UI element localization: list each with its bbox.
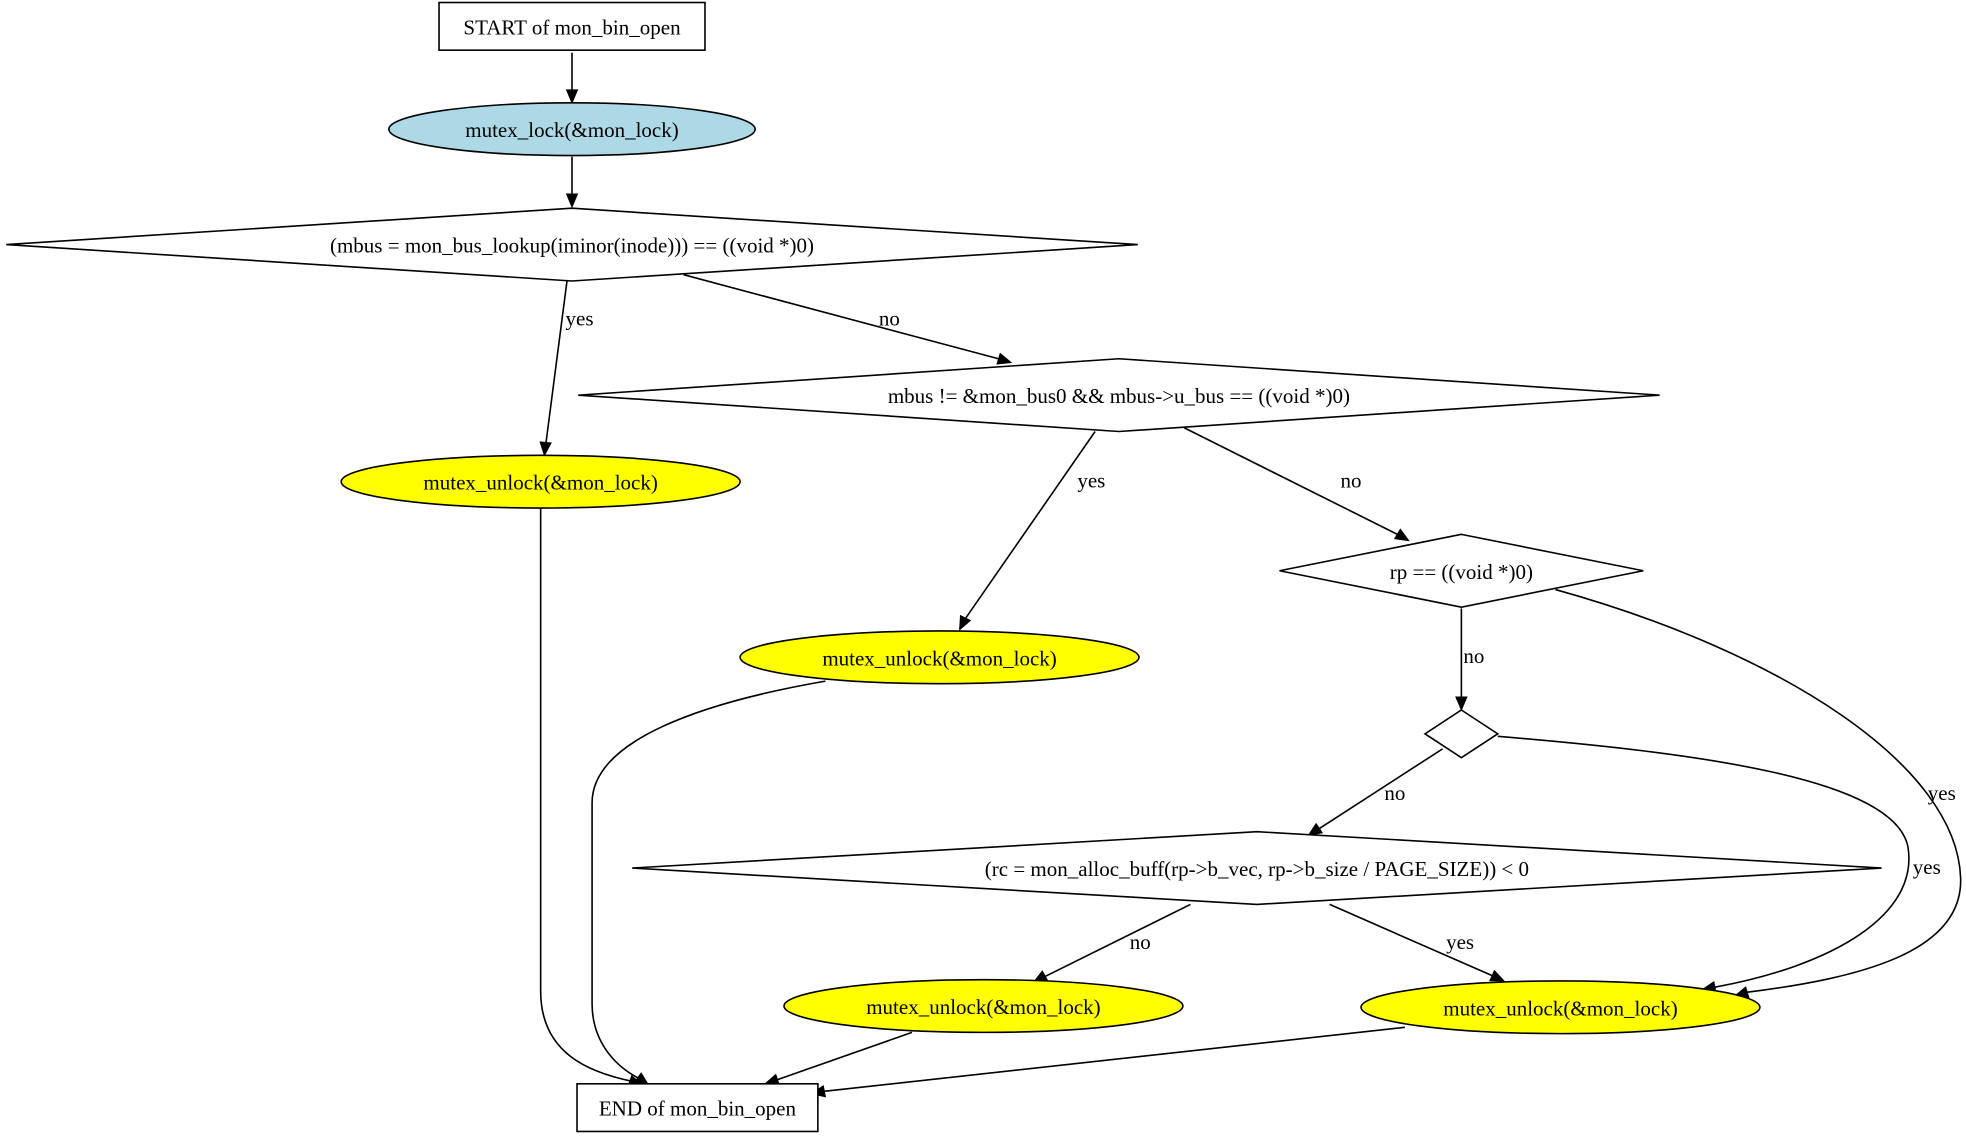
edge-line — [1329, 903, 1494, 977]
node-label: mutex_unlock(&mon_lock) — [866, 995, 1100, 1019]
arrow-head — [565, 193, 579, 209]
node-label: mbus != &mon_bus0 && mbus->u_bus == ((vo… — [888, 384, 1350, 408]
node-end: END of mon_bin_open — [576, 1083, 819, 1133]
end-box — [576, 1083, 819, 1133]
node-label: mutex_unlock(&mon_lock) — [1443, 996, 1677, 1020]
node-lock: mutex_lock(&mon_lock) — [388, 102, 756, 157]
edge-cond1-to-cond2 — [683, 273, 1013, 365]
edge-unlock3-to-end — [763, 1031, 913, 1086]
node-label: rp == ((void *)0) — [1390, 560, 1533, 584]
decision-diamond — [1423, 709, 1500, 759]
edge-line — [539, 508, 633, 1083]
edge-label-no: no — [1340, 468, 1361, 492]
arrow-head — [565, 89, 579, 105]
edge-line — [544, 280, 568, 446]
node-cond3: rp == ((void *)0) — [1279, 533, 1644, 608]
edge-label-no: no — [1384, 781, 1405, 805]
arrow-head — [996, 352, 1013, 365]
mutex-lock-ellipse — [388, 102, 756, 157]
edge-label-yes: yes — [1928, 781, 1956, 805]
edge-cond5-to-unlock3 — [1032, 903, 1191, 983]
edge-cond4-to-cond5 — [1307, 748, 1443, 837]
decision-diamond — [632, 830, 1882, 906]
node-start: START of mon_bin_open — [438, 1, 706, 51]
node-label: END of mon_bin_open — [599, 1097, 797, 1121]
edge-label-no: no — [1130, 930, 1151, 954]
node-cond4 — [1423, 709, 1500, 759]
node-label: mutex_lock(&mon_lock) — [465, 118, 678, 142]
edge-unlock2-to-end — [591, 680, 826, 1086]
mutex-unlock-ellipse — [1360, 980, 1761, 1035]
edge-cond5-to-unlock4 — [1329, 903, 1506, 982]
edge-line — [1555, 588, 1962, 994]
edge-start-to-lock — [565, 52, 579, 105]
node-label: (rc = mon_alloc_buff(rp->b_vec, rp->b_si… — [985, 857, 1529, 881]
edges-layer — [539, 52, 1962, 1098]
node-unlock1: mutex_unlock(&mon_lock) — [340, 454, 741, 509]
arrow-head — [539, 441, 552, 457]
start-box — [438, 1, 706, 51]
edge-cond1-to-unlock1 — [539, 280, 568, 457]
node-cond1: (mbus = mon_bus_lookup(iminor(inode))) =… — [6, 207, 1138, 282]
node-unlock4: mutex_unlock(&mon_lock) — [1360, 980, 1761, 1035]
edge-label-no: no — [879, 307, 900, 331]
decision-diamond — [6, 207, 1138, 282]
edge-line — [683, 273, 999, 360]
edge-label-yes: yes — [1446, 930, 1474, 954]
nodes-layer: START of mon_bin_open mutex_lock(&mon_loc… — [6, 1, 1882, 1133]
edge-label-no: no — [1463, 644, 1484, 668]
edge-cond3-to-cond4 — [1455, 608, 1468, 712]
decision-diamond — [578, 357, 1660, 433]
arrow-head — [1393, 528, 1410, 542]
decision-diamond — [1279, 533, 1644, 608]
edge-labels-layer: yes no yes no no yes no yes no yes — [566, 307, 1956, 954]
edge-cond3-to-unlock4 — [1555, 588, 1962, 999]
edge-line — [1317, 748, 1443, 830]
edge-cond2-to-cond3 — [1183, 427, 1410, 542]
edge-line — [963, 431, 1096, 621]
edge-line — [1043, 903, 1191, 978]
edge-label-yes: yes — [1077, 468, 1105, 492]
node-label: START of mon_bin_open — [463, 15, 681, 39]
edge-lock-to-cond1 — [565, 156, 579, 209]
edge-line — [1183, 427, 1398, 536]
node-unlock2: mutex_unlock(&mon_lock) — [739, 630, 1140, 685]
edge-label-yes: yes — [1913, 855, 1941, 879]
edge-line — [824, 1026, 1406, 1093]
mutex-unlock-ellipse — [739, 630, 1140, 685]
mutex-unlock-ellipse — [783, 978, 1184, 1034]
edge-label-yes: yes — [566, 307, 594, 331]
node-unlock3: mutex_unlock(&mon_lock) — [783, 978, 1184, 1034]
node-label: mutex_unlock(&mon_lock) — [822, 646, 1056, 670]
node-cond5: (rc = mon_alloc_buff(rp->b_vec, rp->b_si… — [632, 830, 1882, 906]
node-cond2: mbus != &mon_bus0 && mbus->u_bus == ((vo… — [578, 357, 1660, 433]
arrow-head — [959, 614, 972, 631]
edge-cond2-to-unlock2 — [959, 431, 1096, 631]
arrow-head — [1307, 822, 1324, 837]
edge-unlock4-to-end — [810, 1026, 1406, 1098]
arrow-head — [1455, 696, 1468, 712]
edge-line — [1497, 735, 1910, 988]
node-label: (mbus = mon_bus_lookup(iminor(inode))) =… — [330, 234, 814, 258]
edge-line — [776, 1031, 913, 1081]
node-label: mutex_unlock(&mon_lock) — [423, 471, 657, 495]
edge-line — [591, 680, 826, 1080]
arrow-head — [1489, 969, 1506, 982]
mutex-unlock-ellipse — [340, 454, 741, 509]
